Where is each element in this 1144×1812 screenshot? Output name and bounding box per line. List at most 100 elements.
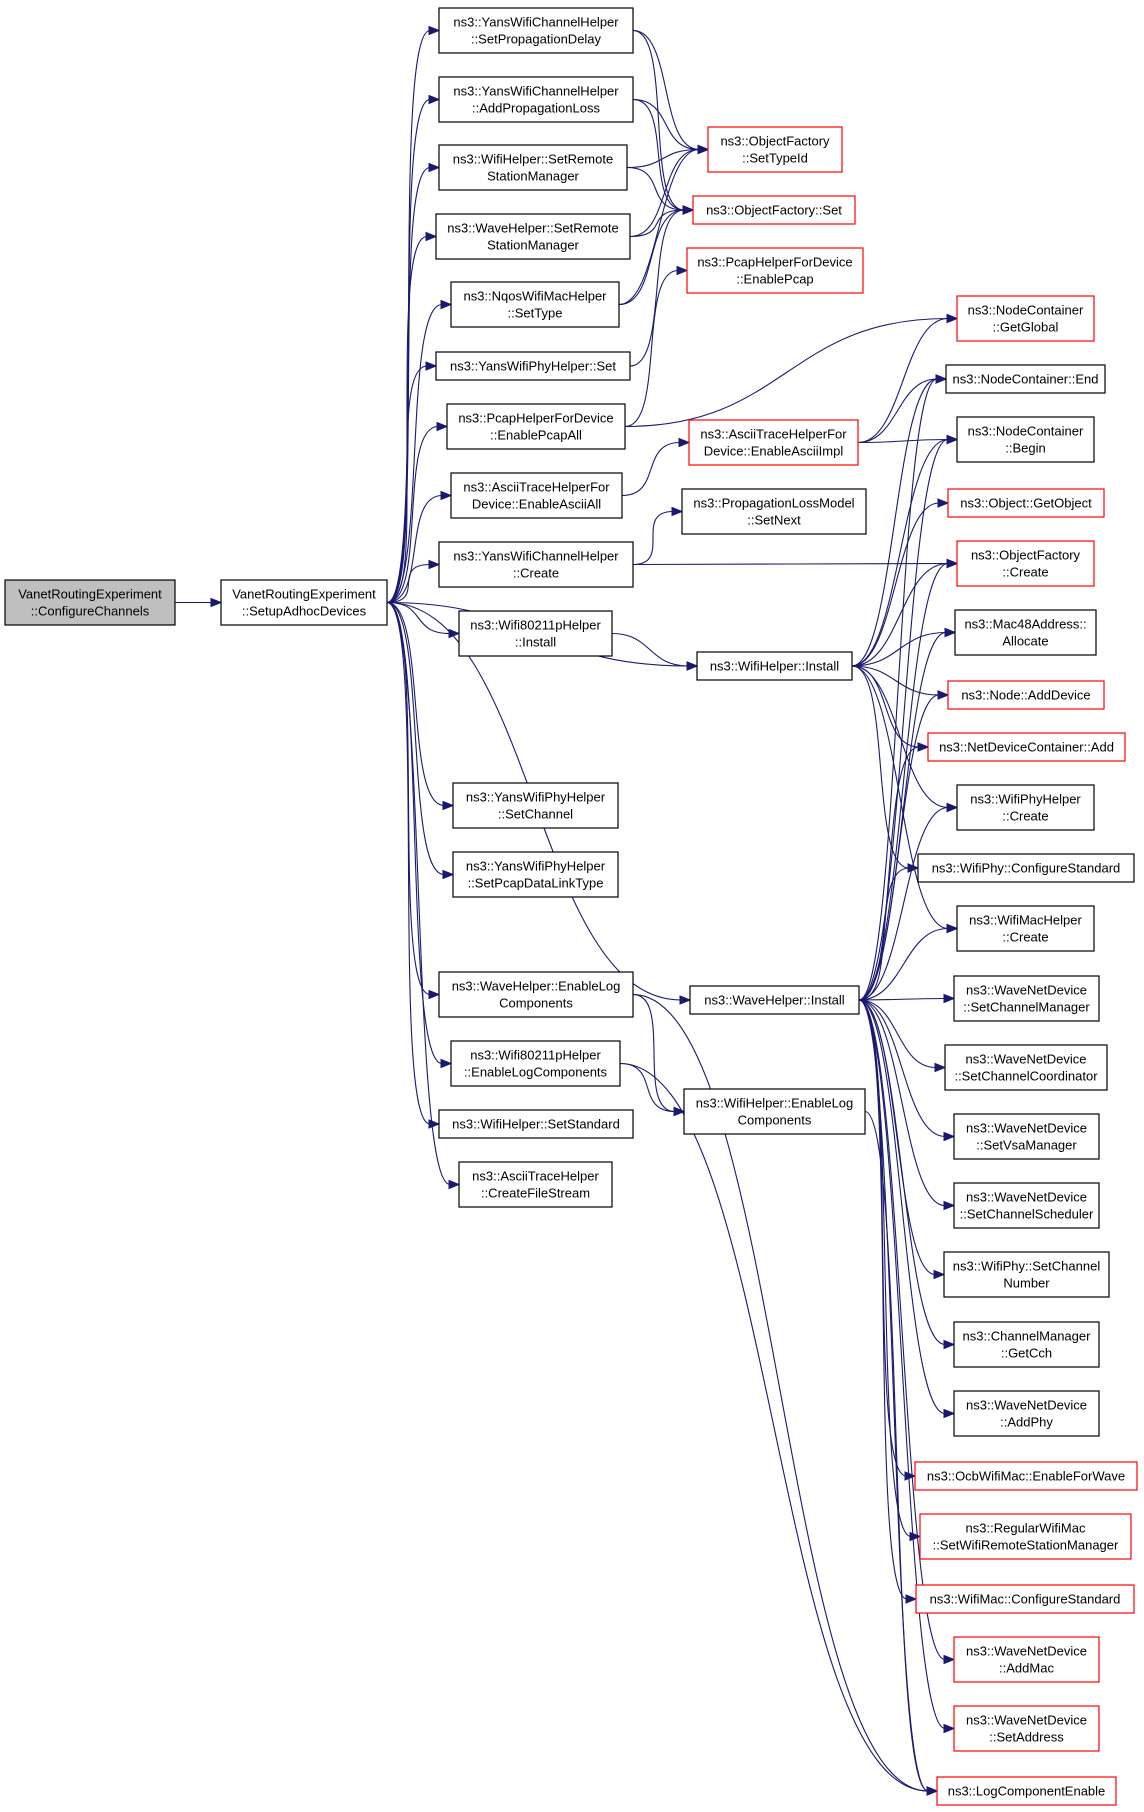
edge-line <box>629 148 700 238</box>
arrowhead <box>428 1119 441 1129</box>
node-wph-create[interactable]: ns3::WifiPhyHelper::Create <box>956 784 1095 831</box>
edge-wh_install-to-mac48_alloc <box>851 627 957 667</box>
node-nc-getglobal[interactable]: ns3::NodeContainer::GetGlobal <box>956 295 1095 342</box>
node-ywc-apl[interactable]: ns3::YansWifiChannelHelper::AddPropagati… <box>438 76 634 123</box>
edge-line <box>632 29 700 151</box>
edge-line <box>632 98 700 151</box>
node-ywp-pcapdlt[interactable]: ns3::YansWifiPhyHelper::SetPcapDataLinkT… <box>452 851 619 898</box>
node-ath-cfs[interactable]: ns3::AsciiTraceHelper::CreateFileStream <box>458 1161 613 1208</box>
node-wh-install[interactable]: ns3::WifiHelper::Install <box>696 651 853 681</box>
node-pcap-all[interactable]: ns3::PcapHelperForDevice::EnablePcapAll <box>446 403 626 450</box>
edge-line <box>386 235 428 604</box>
node-wnd-scc[interactable]: ns3::WaveNetDevice::SetChannelCoordinato… <box>944 1044 1108 1091</box>
node-of-create[interactable]: ns3::ObjectFactory::Create <box>956 540 1095 587</box>
node-label-line: ns3::YansWifiChannelHelper <box>453 84 619 99</box>
node-box <box>956 416 1095 463</box>
node-label-line: ns3::YansWifiChannelHelper <box>453 15 619 30</box>
arrowhead <box>943 1408 956 1419</box>
node-box <box>956 905 1095 952</box>
node-label-line: ::AddPropagationLoss <box>472 101 600 116</box>
node-label-line: ::AddMac <box>999 1661 1054 1676</box>
edge-line <box>864 1110 929 1792</box>
edge-line <box>624 317 949 428</box>
arrowhead <box>686 661 699 671</box>
node-w80211-elc[interactable]: ns3::Wifi80211pHelper::EnableLogComponen… <box>450 1040 621 1087</box>
node-box <box>438 7 634 54</box>
node-plm-setnext[interactable]: ns3::PropagationLossModel::SetNext <box>681 488 867 535</box>
node-wh-setstd[interactable]: ns3::WifiHelper::SetStandard <box>438 1109 634 1139</box>
node-box <box>953 975 1100 1022</box>
node-label-line: ns3::RegularWifiMac <box>966 1521 1086 1536</box>
node-nc-end[interactable]: ns3::NodeContainer::End <box>945 364 1106 394</box>
node-lce[interactable]: ns3::LogComponentEnable <box>936 1776 1117 1806</box>
node-pcap-ep[interactable]: ns3::PcapHelperForDevice::EnablePcap <box>686 247 864 294</box>
node-label-line: Allocate <box>1002 634 1048 649</box>
node-wnd-setaddr[interactable]: ns3::WaveNetDevice::SetAddress <box>953 1705 1100 1752</box>
node-wvh-install[interactable]: ns3::WaveHelper::Install <box>689 985 860 1015</box>
node-wnd-svsa[interactable]: ns3::WaveNetDevice::SetVsaManager <box>953 1113 1100 1160</box>
node-label-line: ::SetTypeId <box>742 151 808 166</box>
edge-line <box>851 665 910 869</box>
edge-w80211_install-to-wh_install <box>611 632 699 671</box>
edge-line <box>858 999 929 1792</box>
node-ocb-efw[interactable]: ns3::OcbWifiMac::EnableForWave <box>914 1461 1138 1491</box>
edge-wvh_install-to-lce <box>858 999 939 1796</box>
node-of-settypeid[interactable]: ns3::ObjectFactory::SetTypeId <box>707 126 843 173</box>
node-mac48-alloc[interactable]: ns3::Mac48Address::Allocate <box>954 609 1097 656</box>
edge-line <box>858 378 938 1001</box>
node-box <box>450 281 620 328</box>
node-w80211-install[interactable]: ns3::Wifi80211pHelper::Install <box>458 610 613 657</box>
node-of-set[interactable]: ns3::ObjectFactory::Set <box>692 195 856 225</box>
node-wnd-addmac[interactable]: ns3::WaveNetDevice::AddMac <box>953 1636 1100 1683</box>
node-ywp-setchan[interactable]: ns3::YansWifiPhyHelper::SetChannel <box>452 782 619 829</box>
edge-line <box>629 209 685 238</box>
node-obj-getobject[interactable]: ns3::Object::GetObject <box>947 488 1105 518</box>
edge-line <box>858 562 949 1001</box>
node-wnd-addphy[interactable]: ns3::WaveNetDevice::AddPhy <box>953 1390 1100 1437</box>
arrowhead <box>943 1200 956 1211</box>
node-setup[interactable]: VanetRoutingExperiment::SetupAdhocDevice… <box>220 579 388 626</box>
edge-ascii_impl-to-nc_getglobal <box>857 313 959 444</box>
node-ascii-all[interactable]: ns3::AsciiTraceHelperForDevice::EnableAs… <box>450 472 623 519</box>
node-box <box>917 853 1135 883</box>
node-box <box>947 680 1105 710</box>
node-cm-getcch[interactable]: ns3::ChannelManager::GetCch <box>953 1321 1100 1368</box>
node-label-line: ::SetNext <box>747 513 801 528</box>
edge-line <box>619 1062 929 1792</box>
node-box <box>435 351 631 381</box>
node-wmh-create[interactable]: ns3::WifiMacHelper::Create <box>956 905 1095 952</box>
node-wp-cfgstd[interactable]: ns3::WifiPhy::ConfigureStandard <box>917 853 1135 883</box>
node-label-line: ns3::LogComponentEnable <box>948 1784 1106 1799</box>
node-label-line: ::SetAddress <box>989 1730 1064 1745</box>
node-ndc-add[interactable]: ns3::NetDeviceContainer::Add <box>927 732 1126 762</box>
edge-line <box>858 999 946 1661</box>
node-label-line: ns3::AsciiTraceHelperFor <box>463 480 610 495</box>
node-wnd-scm[interactable]: ns3::WaveNetDevice::SetChannelManager <box>953 975 1100 1022</box>
node-box <box>696 651 853 681</box>
node-ywc-spd[interactable]: ns3::YansWifiChannelHelper::SetPropagati… <box>438 7 634 54</box>
node-node-adddev[interactable]: ns3::Node::AddDevice <box>947 680 1105 710</box>
node-wnd-scs[interactable]: ns3::WaveNetDevice::SetChannelScheduler <box>953 1182 1100 1229</box>
node-ascii-impl[interactable]: ns3::AsciiTraceHelperForDevice::EnableAs… <box>688 419 859 466</box>
node-wh-elc[interactable]: ns3::WifiHelper::EnableLogComponents <box>683 1088 866 1135</box>
node-ywp-set[interactable]: ns3::YansWifiPhyHelper::Set <box>435 351 631 381</box>
node-label-line: ns3::AsciiTraceHelper <box>472 1169 599 1184</box>
node-box <box>438 541 634 588</box>
node-wm-cfgstd[interactable]: ns3::WifiMac::ConfigureStandard <box>915 1584 1135 1614</box>
node-box <box>944 1044 1108 1091</box>
node-box <box>446 403 626 450</box>
node-ywc-create[interactable]: ns3::YansWifiChannelHelper::Create <box>438 541 634 588</box>
node-box <box>688 419 859 466</box>
node-nqos[interactable]: ns3::NqosWifiMacHelper::SetType <box>450 281 620 328</box>
edge-line <box>386 601 445 876</box>
node-label-line: ::Begin <box>1005 441 1045 456</box>
edge-line <box>386 425 439 604</box>
node-rwm-swrsm[interactable]: ns3::RegularWifiMac::SetWifiRemoteStatio… <box>919 1513 1132 1560</box>
node-nc-begin[interactable]: ns3::NodeContainer::Begin <box>956 416 1095 463</box>
node-wvh-elc[interactable]: ns3::WaveHelper::EnableLogComponents <box>438 971 634 1018</box>
node-label-line: VanetRoutingExperiment <box>232 587 376 602</box>
node-box <box>915 1584 1135 1614</box>
